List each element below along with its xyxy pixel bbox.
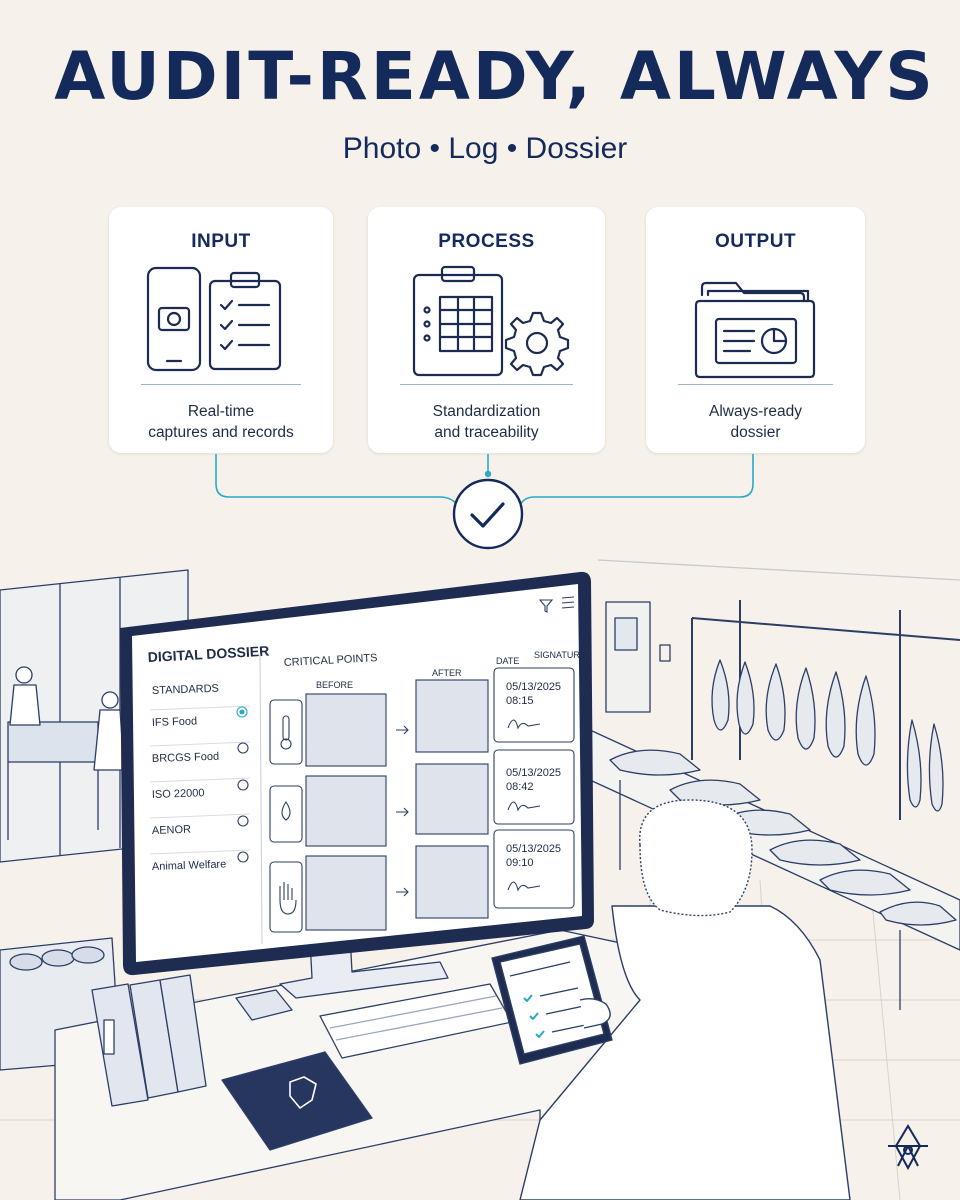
- hand-icon: [279, 882, 297, 915]
- radio-button[interactable]: [237, 779, 249, 791]
- droplet-icon: [281, 801, 291, 821]
- divider: [678, 384, 833, 385]
- table-gear-icon: [368, 265, 605, 385]
- divider: [400, 384, 573, 385]
- page-title: AUDIT-READY, ALWAYS: [54, 38, 936, 115]
- input-card-caption: Real-time captures and records: [119, 401, 323, 443]
- row-icon-box: [269, 785, 303, 843]
- date-cell: [493, 829, 575, 909]
- row-date: 05/13/2025: [506, 767, 561, 779]
- standard-item[interactable]: AENOR: [152, 824, 192, 837]
- monitor: DIGITAL DOSSIER STANDARDS IFS Food BRCGS…: [120, 571, 594, 976]
- connector-lines: [215, 454, 754, 507]
- caption-line: Standardization: [432, 403, 541, 420]
- page-subtitle: Photo • Log • Dossier: [342, 132, 628, 165]
- critical-points-label: CRITICAL POINTS: [284, 652, 378, 669]
- radio-button[interactable]: [237, 851, 249, 863]
- row-time: 08:15: [506, 695, 534, 707]
- standard-item[interactable]: Animal Welfare: [152, 858, 227, 873]
- signature-mark: [507, 881, 541, 892]
- signature-mark: [507, 719, 541, 730]
- process-card-heading: PROCESS: [438, 231, 535, 252]
- ham-drying-rail: [691, 600, 960, 820]
- processing-table: [589, 729, 960, 1010]
- row-time: 08:42: [506, 781, 534, 793]
- row-time: 09:10: [506, 857, 534, 869]
- standard-item[interactable]: ISO 22000: [152, 787, 205, 801]
- caption-line: captures and records: [148, 424, 294, 441]
- back-wall: [597, 559, 960, 713]
- tablet: [491, 935, 613, 1065]
- after-photo: [415, 845, 489, 919]
- date-label: DATE: [496, 656, 519, 666]
- thermometer-icon: [280, 715, 292, 750]
- small-device: [235, 989, 293, 1021]
- folder-report-icon: [646, 265, 865, 385]
- menu-icon[interactable]: [561, 596, 575, 609]
- shield-book: [221, 1051, 373, 1151]
- signature-label: SIGNATURE: [534, 650, 586, 660]
- factory-scene-illustration: DIGITAL DOSSIER STANDARDS IFS Food BRCGS…: [0, 559, 960, 1200]
- brand-logo-icon: [888, 1124, 928, 1171]
- connector-diagram: [215, 454, 754, 550]
- input-card-heading: INPUT: [191, 231, 251, 252]
- caption-line: Always-ready: [708, 403, 803, 420]
- output-card-heading: OUTPUT: [714, 231, 797, 252]
- radio-button[interactable]: [237, 742, 249, 754]
- after-photo: [415, 763, 489, 835]
- row-date: 05/13/2025: [506, 681, 561, 693]
- after-label: AFTER: [432, 668, 462, 678]
- filter-icon[interactable]: [538, 599, 554, 613]
- binders: [91, 974, 207, 1107]
- before-photo: [305, 855, 387, 931]
- process-card: PROCESS Standardization and traceability: [368, 207, 605, 453]
- divider: [259, 653, 263, 945]
- input-card: INPUT Real-time captures and records: [109, 207, 333, 453]
- process-card-caption: Standardization and traceability: [378, 401, 595, 443]
- after-photo: [415, 679, 489, 753]
- before-photo: [305, 775, 387, 847]
- caption-line: dossier: [730, 424, 781, 441]
- worker: [491, 799, 851, 1200]
- date-cell: [493, 667, 575, 743]
- arrow-icon: [396, 725, 409, 735]
- divider: [141, 384, 301, 385]
- row-icon-box: [269, 861, 303, 933]
- before-label: BEFORE: [316, 680, 353, 690]
- date-cell: [493, 749, 575, 825]
- connector-node: [484, 470, 492, 478]
- standard-item[interactable]: BRCGS Food: [152, 751, 220, 765]
- standards-label: STANDARDS: [152, 683, 219, 697]
- radio-button[interactable]: [237, 815, 249, 827]
- standard-item[interactable]: IFS Food: [152, 715, 198, 729]
- output-card: OUTPUT Always-ready dossier: [646, 207, 865, 453]
- row-date: 05/13/2025: [506, 843, 561, 855]
- before-photo: [305, 693, 387, 767]
- signature-mark: [507, 801, 541, 812]
- caption-line: Real-time: [187, 403, 255, 420]
- row-icon-box: [269, 699, 303, 765]
- radio-selected[interactable]: [236, 706, 248, 718]
- arrow-icon: [396, 807, 409, 817]
- caption-line: and traceability: [434, 424, 539, 441]
- arrow-icon: [396, 887, 409, 897]
- dossier-title: DIGITAL DOSSIER: [147, 643, 269, 665]
- checkmark-icon: [452, 478, 524, 550]
- phone-camera-checklist-icon: [109, 265, 333, 385]
- output-card-caption: Always-ready dossier: [656, 401, 855, 443]
